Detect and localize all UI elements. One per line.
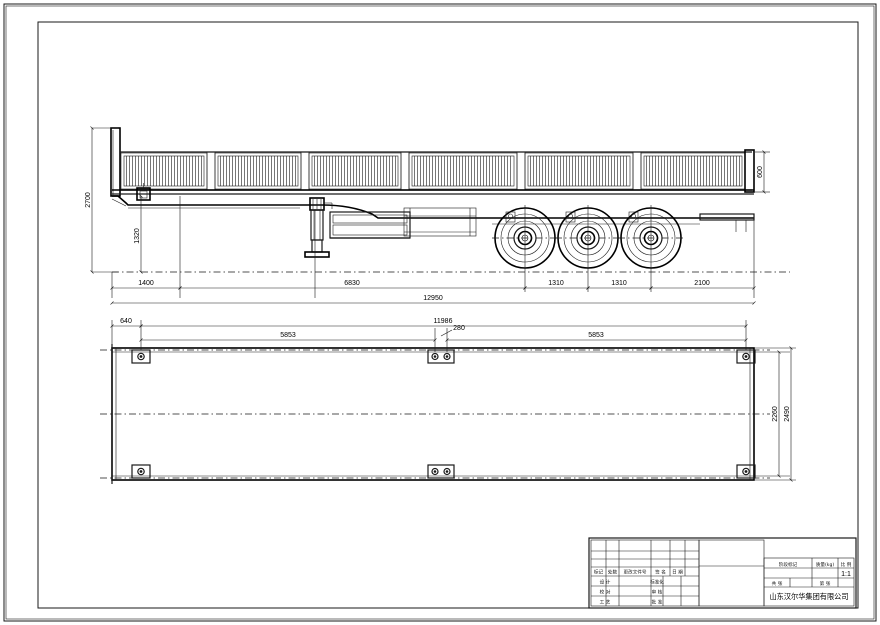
dim-overall-height: 2700	[85, 192, 92, 208]
dim-chain-5: 2100	[694, 280, 710, 287]
rev-row-0-col-2: 标准化	[650, 579, 664, 586]
title-block: 标记 处数 更改文件号 签 名 日 期 设 计 标准化 校 对 审 核 工 艺 …	[588, 537, 857, 609]
sideboard-post	[516, 151, 526, 191]
rear-post	[744, 149, 755, 193]
sideboard-panel	[524, 152, 634, 190]
rev-header-0: 标记	[594, 569, 604, 576]
twist-lock-fitting	[131, 464, 151, 479]
sideboard-assembly	[120, 149, 755, 193]
dim-outer-width: 2490	[784, 406, 791, 422]
scale-label: 比 例	[841, 561, 852, 568]
dim-chain-3: 1310	[548, 280, 564, 287]
rev-header-4: 日 期	[672, 570, 683, 576]
dim-sideboard-height: 600	[757, 166, 764, 178]
sheet-number-label: 第 张	[820, 580, 831, 587]
rev-header-2: 更改文件号	[624, 569, 647, 576]
dim-inner-width: 2260	[772, 406, 779, 422]
company-name: 山东汉尔华集团有限公司	[769, 592, 848, 601]
part-name-panel	[698, 539, 765, 607]
dim-chain-2: 6830	[344, 280, 360, 287]
dim-left-span: 5853	[280, 332, 296, 339]
dim-center-gap: 280	[453, 325, 465, 332]
rev-row-1-col-0: 校 对	[600, 589, 611, 596]
sideboard-panel	[214, 152, 302, 190]
king-pin	[136, 183, 151, 201]
stage-label: 阶段标记	[779, 561, 798, 568]
dim-overall-inner: 11986	[434, 318, 453, 325]
landing-gear-foot	[304, 251, 330, 258]
rev-row-2-col-0: 工 艺	[600, 600, 611, 606]
sideboard-post	[206, 151, 216, 191]
wheel-assembly-3	[618, 205, 684, 272]
drawing-info-panel: 阶段标记 质量(kg) 比 例 1:1 共 张 第 张 山东汉尔华集团有限公司	[763, 557, 855, 607]
wheel-assembly-2	[555, 205, 621, 272]
dim-chain-1: 1400	[138, 280, 154, 287]
side-view-dimensions: 2700 1320 600 1400 6830 1310	[85, 126, 770, 305]
rev-row-1-col-2: 审 核	[652, 589, 663, 596]
dim-right-span: 5853	[588, 332, 604, 339]
sideboard-panel	[408, 152, 518, 190]
twist-lock-fitting-mid	[427, 464, 455, 479]
front-headboard	[110, 127, 121, 197]
sideboard-panel	[308, 152, 402, 190]
tool-box	[329, 211, 411, 239]
twist-lock-fitting	[736, 464, 756, 479]
sideboard-panel	[120, 152, 208, 190]
rev-row-0-col-0: 设 计	[600, 579, 611, 586]
landing-gear	[304, 197, 333, 258]
sheet-border	[3, 3, 877, 622]
sideboard-post	[632, 151, 642, 191]
scale-value: 1:1	[841, 571, 851, 578]
dim-chain-4: 1310	[611, 280, 627, 287]
chassis-frame	[111, 189, 754, 219]
sheet-total-label: 共 张	[772, 580, 783, 587]
twist-lock-fitting-mid	[427, 349, 455, 364]
suspension-rail	[492, 217, 700, 225]
rev-header-1: 处数	[608, 569, 618, 576]
rear-underrun-bar	[699, 213, 755, 232]
sideboard-post	[300, 151, 310, 191]
plan-view-dimensions: 640 11986 280 5853 5853 2260 2490	[110, 318, 796, 482]
wheel-assembly-1	[492, 205, 558, 272]
sideboard-panel	[640, 152, 746, 190]
side-elevation-group	[110, 127, 790, 273]
dim-front-offset: 640	[120, 318, 132, 325]
plan-view-group	[100, 344, 770, 484]
revision-table: 标记 处数 更改文件号 签 名 日 期 设 计 标准化 校 对 审 核 工 艺 …	[590, 539, 700, 607]
weight-label: 质量(kg)	[816, 561, 835, 568]
rev-row-2-col-2: 批 准	[652, 599, 663, 606]
rev-header-3: 签 名	[655, 569, 666, 576]
dim-overall-length: 12950	[423, 295, 443, 302]
cross-member-box	[403, 207, 477, 237]
sideboard-post	[400, 151, 410, 191]
dim-deck-height: 1320	[134, 228, 141, 244]
